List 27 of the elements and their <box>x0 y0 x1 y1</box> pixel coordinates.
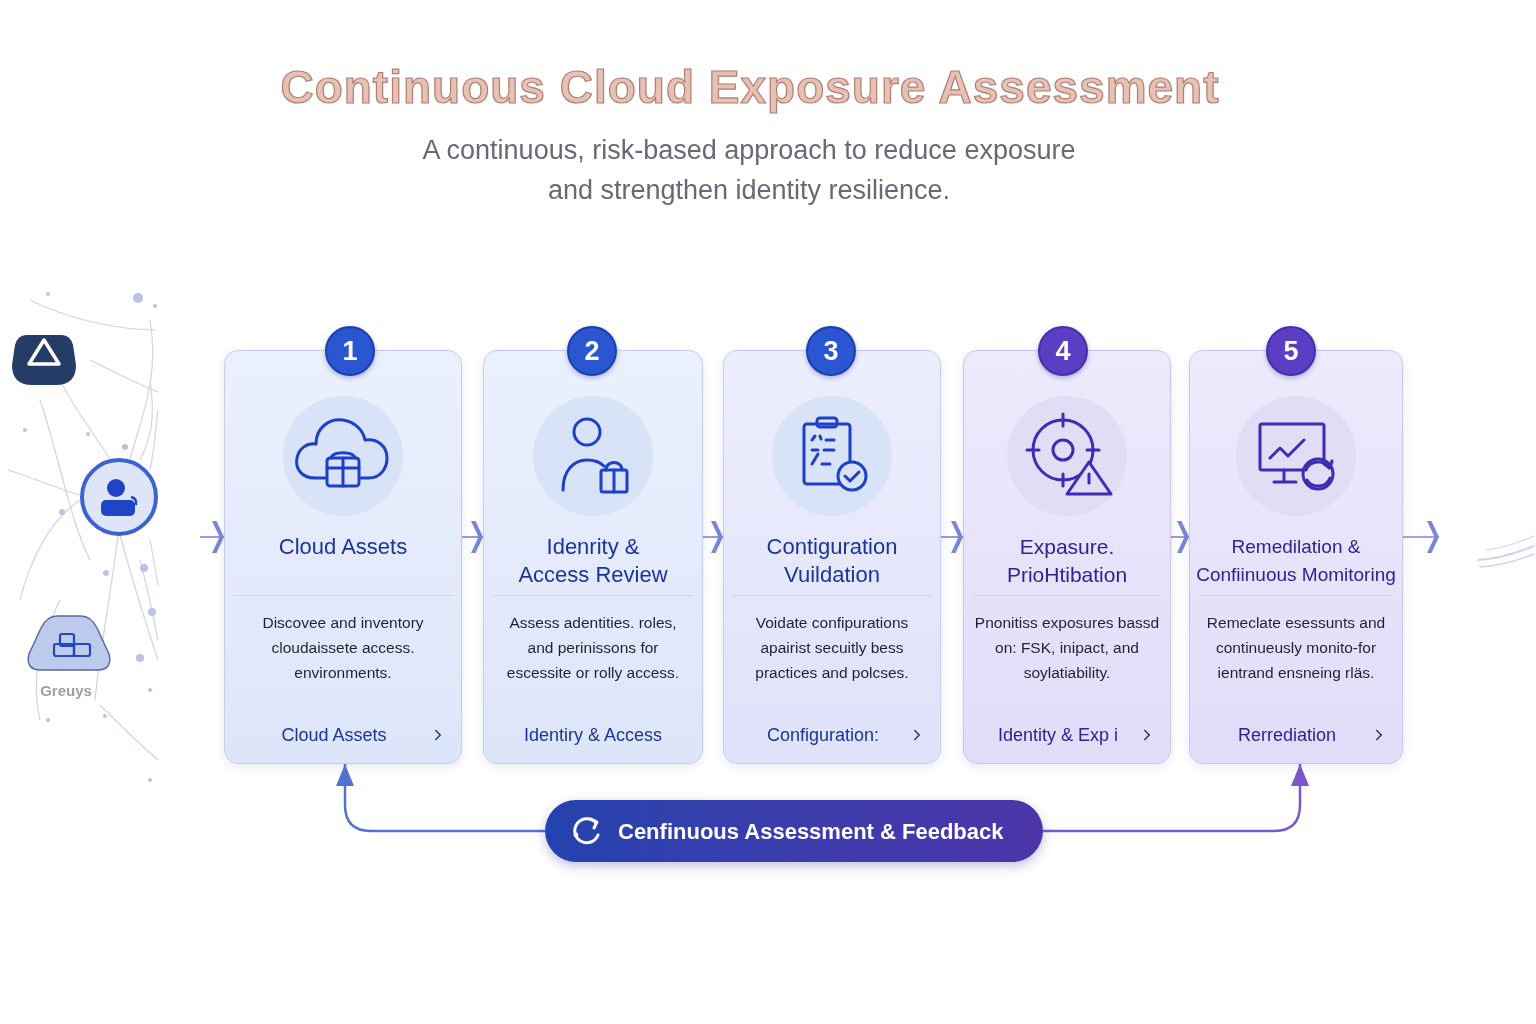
step-number-badge: 2 <box>567 326 617 376</box>
pill-label: Cenfinuous Assessment & Feedback <box>618 817 1004 846</box>
card-description: Remeclate esessunts and continueusly monito-for ientrand ensneing rläs. <box>1205 613 1387 683</box>
card-description: Voidate confipurations apairist secuitly bess practices and polcses. <box>754 613 910 683</box>
card-description: Discovee and inventory cloudaissete access. environments. <box>261 613 425 683</box>
step-number-badge: 4 <box>1038 326 1088 376</box>
card-title: Contiguration Vuildation <box>765 533 899 589</box>
card-title: Expasure. PrioHtibation <box>1005 534 1129 588</box>
footer-link: Rerrediation <box>1236 724 1338 747</box>
footer-link: Cloud Assets <box>280 724 388 747</box>
card-description: Assess adentities. roles, and perinissons for escessite or rolly access. <box>505 613 681 683</box>
title: Continuous Cloud Exposure Assessment <box>280 60 1220 115</box>
feedback-pill <box>545 800 1043 862</box>
step-number-badge: 3 <box>806 326 856 376</box>
footer-link: Configuration: <box>765 724 881 747</box>
feedback-arrow <box>336 764 545 833</box>
step-number-badge: 1 <box>325 326 375 376</box>
step-number-badge: 5 <box>1266 326 1316 376</box>
icon-label: Greuys <box>40 681 92 701</box>
card-title: Remedilation & Confiinuous Momitoring <box>1195 535 1397 587</box>
card-description: Pnonitiss exposures bassd on: FSK, inipact, and soylatiability. <box>973 613 1161 683</box>
subtitle: A continuous, risk-based approach to reduce exposure and strengthen identity resilience. <box>421 134 1077 207</box>
footer-link: Identiry & Access <box>522 724 664 747</box>
feedback-arrow <box>1043 764 1309 833</box>
footer-link: Identity & Exp i <box>996 724 1120 747</box>
card-title: Idenrity & Access Review <box>517 533 669 589</box>
card-title: Cloud Assets <box>277 533 409 561</box>
